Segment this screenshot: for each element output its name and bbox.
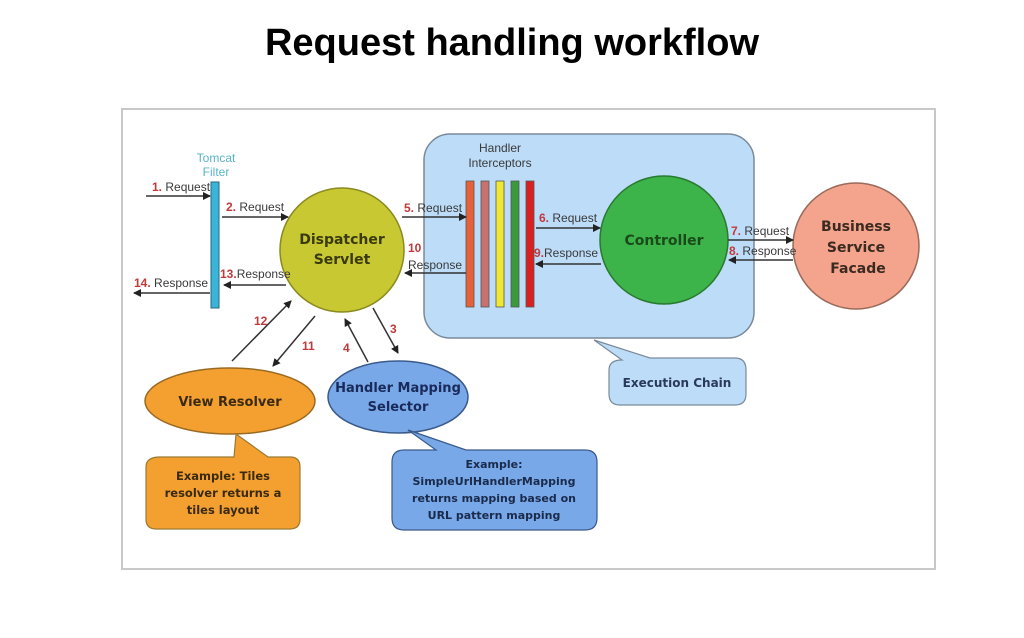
arrow-13-label: 13.Response [220,267,291,281]
arrow-10-num: 10 [408,241,422,255]
mapping-callout-line-2: SimpleUrlHandlerMapping [413,475,576,488]
arrow-2-label: 2. Request [226,200,285,214]
arrow-11-num: 11 [302,339,315,353]
business-label-1: Business [821,219,891,235]
interceptors-label-2: Interceptors [468,156,531,170]
arrow-14-label: 14. Response [134,276,208,290]
arrow-12 [231,300,292,362]
view-resolver-label: View Resolver [178,395,282,410]
dispatcher-servlet-node [279,187,405,313]
interceptor-bar-2 [480,180,490,308]
tomcat-filter-label-1: Tomcat [197,151,236,165]
arrow-6-label: 6. Request [539,211,598,225]
arrow-3 [372,307,399,354]
business-service-facade-node [792,182,920,310]
execution-chain-label: Execution Chain [623,376,732,390]
arrow-1-label: 1. Request [152,180,211,194]
arrow-7-label: 7. Request [731,224,790,238]
interceptor-bars [465,180,535,308]
tiles-callout-line-3: tiles layout [187,503,260,517]
arrow-10-text: Response [408,258,462,272]
controller-label: Controller [624,233,703,249]
arrow-9-label: 9.Response [534,246,598,260]
mapping-callout-line-3: returns mapping based on [412,492,576,505]
execution-chain-callout [593,339,747,406]
arrow-8-label: 8. Response [729,244,797,258]
arrow-4 [344,318,369,363]
arrow-12-num: 12 [254,314,268,328]
interceptors-label-1: Handler [479,141,521,155]
view-resolver-node [144,367,316,435]
arrow-11 [272,315,316,367]
tomcat-filter-label-2: Filter [203,165,230,179]
interceptor-bar-4 [510,180,520,308]
tiles-callout [145,432,301,530]
mapping-callout [391,429,598,531]
mapping-callout-line-1: Example: [466,458,523,471]
business-label-3: Facade [830,261,885,277]
business-label-2: Service [827,240,885,256]
handler-mapping-label-1: Handler Mapping [335,381,461,396]
tiles-callout-line-1: Example: Tiles [176,469,270,483]
handler-mapping-label-2: Selector [368,400,429,415]
arrow-3-num: 3 [390,322,397,336]
page-title: Request handling workflow [264,22,760,64]
mapping-callout-line-4: URL pattern mapping [428,509,561,522]
arrow-5-label: 5. Request [404,201,463,215]
tiles-callout-line-2: resolver returns a [165,486,282,500]
handler-mapping-selector-node [327,360,469,434]
dispatcher-label-1: Dispatcher [299,232,385,248]
interceptor-bar-1 [465,180,475,308]
interceptor-bar-3 [495,180,505,308]
tomcat-filter-bar [210,181,220,309]
dispatcher-label-2: Servlet [314,252,371,268]
arrow-4-num: 4 [343,341,350,355]
interceptor-bar-5 [525,180,535,308]
